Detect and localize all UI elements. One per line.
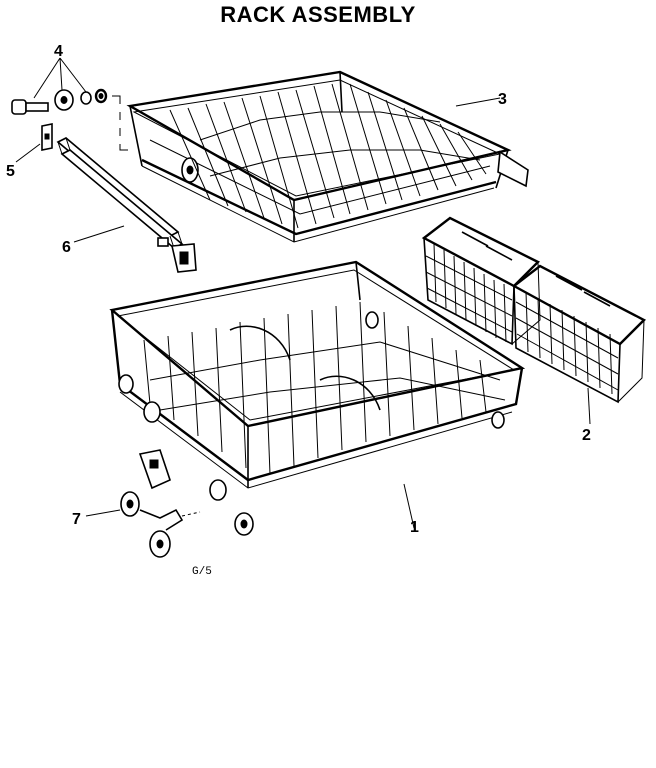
- callout-7: 7: [72, 511, 81, 528]
- callout-4: 4: [54, 43, 63, 60]
- callout-5: 5: [6, 163, 15, 180]
- roller-hardware-part-4: [11, 57, 108, 115]
- lower-rack-tines: [143, 301, 506, 475]
- callout-6: 6: [62, 239, 71, 256]
- upper-rack-part-3: [126, 70, 529, 243]
- callout-3: 3: [498, 91, 507, 108]
- diagram-title: RACK ASSEMBLY: [220, 2, 416, 27]
- assembly-bracket: [112, 95, 128, 151]
- lower-rack-part-1: [109, 260, 526, 536]
- upper-rack-tines: [169, 83, 487, 229]
- rail-part-6: [56, 137, 197, 273]
- wheel-assembly-part-7: [85, 449, 201, 558]
- lower-rack-wheels: [118, 311, 505, 536]
- drawing-code: G/5: [192, 566, 212, 578]
- callout-1: 1: [410, 519, 419, 536]
- clip-part-5: [15, 123, 53, 163]
- basket-grid: [425, 231, 619, 395]
- silverware-basket-part-2: [421, 216, 647, 425]
- callout-2: 2: [582, 427, 591, 444]
